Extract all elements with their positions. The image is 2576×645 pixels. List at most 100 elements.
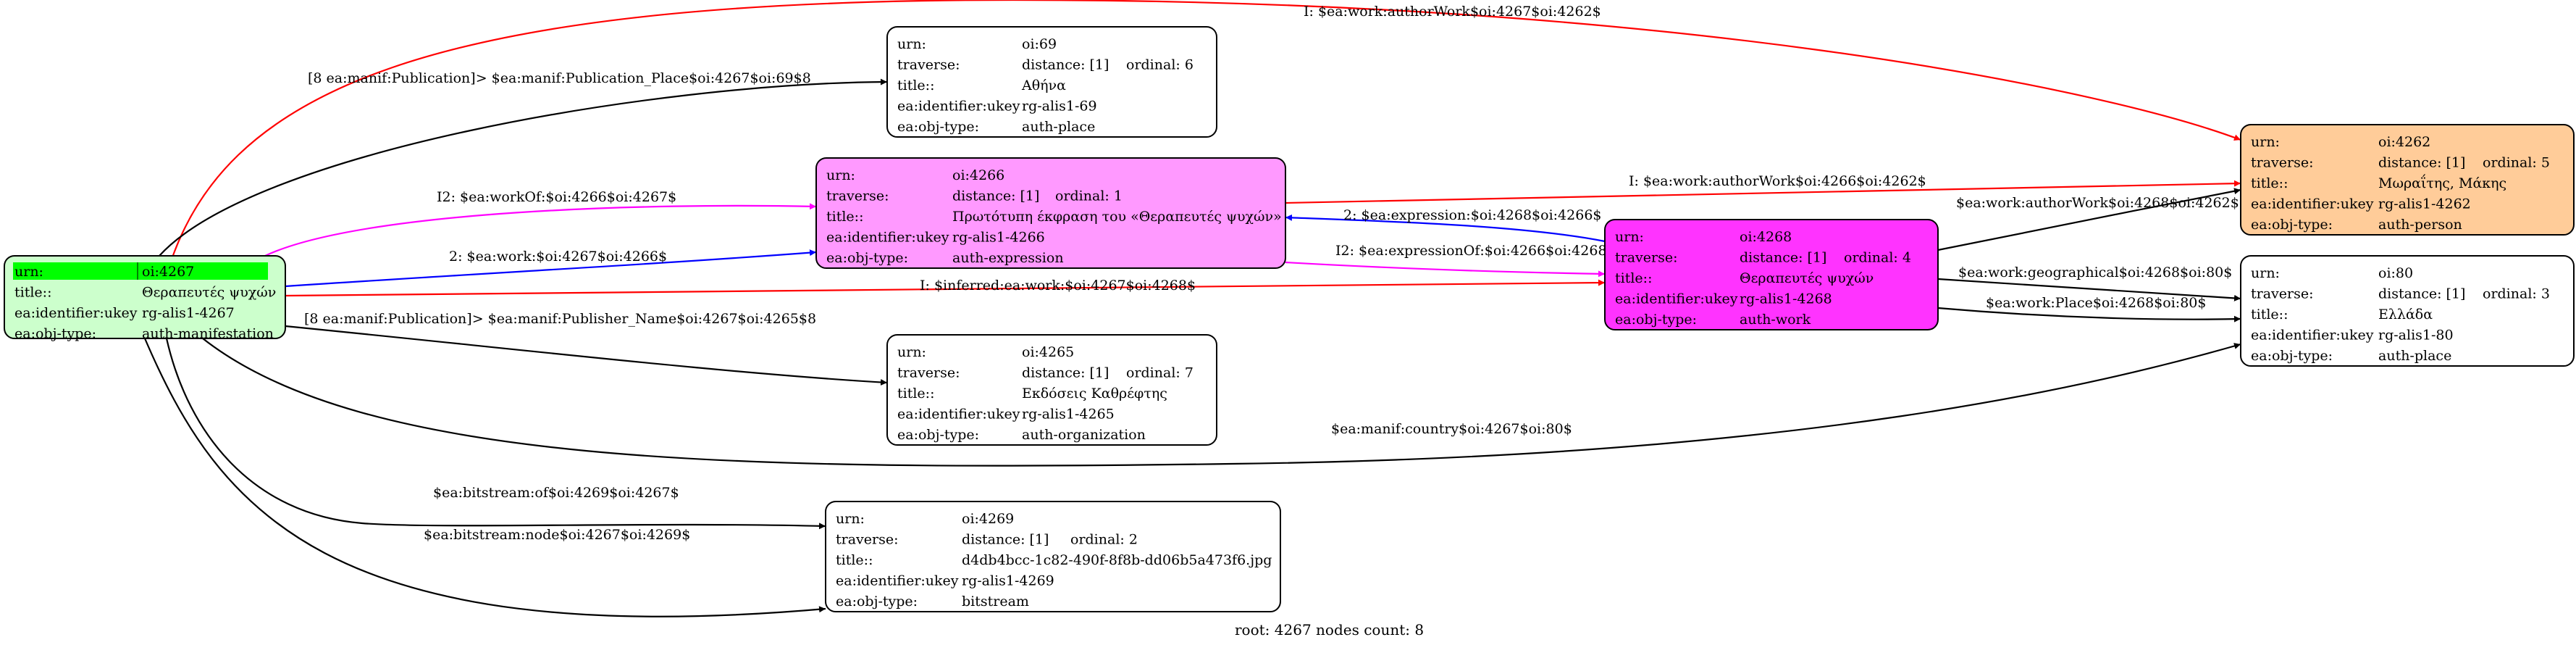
node-field-key: ea:obj-type: (2251, 217, 2333, 233)
node-field-key: ea:obj-type: (826, 250, 908, 266)
node-field-value: rg-alis1-80 (2378, 328, 2454, 344)
node-field-value: auth-work (1740, 312, 1811, 328)
edge-label: I: $inferred:ea:work:$oi:4267$oi:4268$ (920, 278, 1196, 294)
node-field-value: auth-place (2378, 348, 2451, 364)
node-field-key: traverse: (897, 365, 960, 381)
edge-label: I2: $ea:expressionOf:$oi:4266$oi:4268$ (1335, 243, 1616, 259)
edge-label: 2: $ea:work:$oi:4267$oi:4266$ (449, 249, 667, 265)
node-field-value: distance: [1] (1740, 250, 1826, 266)
node-field-key: traverse: (826, 188, 889, 204)
edge-line (159, 78, 888, 257)
node-field-value: oi:4265 (1022, 344, 1074, 360)
node-field-value: distance: [1] (1022, 365, 1109, 381)
node-field-key: title:: (826, 209, 863, 225)
edge-label: $ea:work:authorWork$oi:4268$oi:4262$ (1956, 195, 2239, 211)
node-box (2240, 124, 2575, 236)
node-field-value: auth-expression (952, 250, 1064, 266)
node-field-value: bitstream (962, 594, 1029, 609)
node-field-value: auth-person (2378, 217, 2462, 233)
node-field-key: ea:identifier:ukey (2251, 328, 2374, 344)
node-field-value: rg-alis1-4269 (962, 573, 1054, 589)
node-field-value: oi:4262 (2378, 134, 2430, 150)
node-field-extra: ordinal: 7 (1126, 365, 1193, 381)
node-field-value: auth-manifestation (142, 326, 274, 342)
edge-line (264, 203, 817, 257)
node-field-value: Εκδόσεις Καθρέφτης (1022, 386, 1167, 401)
node-box (2240, 255, 2575, 367)
node-field-key: title:: (897, 78, 934, 93)
node-field-extra: ordinal: 4 (1844, 250, 1911, 266)
edge-label: I2: $ea:workOf:$oi:4266$oi:4267$ (437, 189, 676, 205)
node-field-value: distance: [1] (2378, 155, 2465, 171)
node-field-value: oi:4269 (962, 511, 1014, 527)
node-field-key: title:: (14, 285, 51, 301)
node-field-key: ea:identifier:ukey (1615, 291, 1738, 307)
node-field-extra: ordinal: 5 (2483, 155, 2550, 171)
node-box (886, 334, 1217, 446)
node-box (886, 26, 1217, 138)
node-field-key: ea:obj-type: (897, 119, 979, 135)
node-field-value: oi:4267 (142, 264, 194, 280)
node-field-extra: ordinal: 6 (1126, 57, 1193, 73)
edges-layer: I: $ea:work:authorWork$oi:4267$oi:4262$ [… (143, 0, 2241, 617)
edge-line (1937, 278, 2241, 301)
node-field-value: oi:80 (2378, 265, 2413, 281)
node-field-value: oi:69 (1022, 36, 1057, 52)
node-field-value: distance: [1] (962, 532, 1049, 548)
node-field-value: rg-alis1-4266 (952, 230, 1045, 246)
node-field-key: urn: (2251, 265, 2280, 281)
node-field-value: auth-place (1022, 119, 1095, 135)
node-box (1604, 219, 1939, 330)
node-field-value: Μωραΐτης, Μάκης (2378, 173, 2506, 191)
node-field-value: rg-alis1-4262 (2378, 196, 2471, 212)
edge-label: [8 ea:manif:Publication]> $ea:manif:Publ… (304, 311, 816, 327)
node-field-value: distance: [1] (1022, 57, 1109, 73)
node-field-value: Ελλάδα (2378, 307, 2433, 322)
edge-label: I: $ea:work:authorWork$oi:4267$oi:4262$ (1304, 4, 1601, 20)
edge-line (164, 0, 2241, 281)
edge-line (165, 338, 826, 530)
node-field-value: Πρωτότυπη έκφραση του «Θεραπευτές ψυχών» (952, 209, 1282, 225)
node-field-value: rg-alis1-69 (1022, 99, 1097, 115)
edge-line (285, 325, 888, 386)
node-field-key: title:: (897, 386, 934, 401)
edge-label: $ea:bitstream:node$oi:4267$oi:4269$ (424, 527, 690, 543)
edge-label: $ea:bitstream:of$oi:4269$oi:4267$ (433, 485, 679, 501)
node-field-value: rg-alis1-4265 (1022, 407, 1115, 423)
node-field-value: Αθήνα (1021, 78, 1066, 93)
node-box (815, 157, 1286, 269)
node-field-key: urn: (826, 167, 855, 183)
node-field-key: ea:obj-type: (2251, 348, 2333, 364)
node-field-value: distance: [1] (952, 188, 1039, 204)
node-field-key: title:: (2251, 307, 2288, 322)
node-field-key: traverse: (1615, 250, 1678, 266)
edge-line (1937, 188, 2241, 251)
graph-footer-caption: root: 4267 nodes count: 8 (1235, 621, 1424, 638)
node-field-value: Θεραπευτές ψυχών (142, 285, 276, 301)
edge-label: [8 ea:manif:Publication]> $ea:manif:Publ… (308, 70, 811, 86)
node-field-extra: ordinal: 2 (1070, 532, 1138, 548)
node-field-value: Θεραπευτές ψυχών (1740, 270, 1874, 286)
node-field-value: auth-organization (1022, 427, 1146, 443)
edge-line (285, 279, 1606, 297)
node-field-key: ea:identifier:ukey (836, 573, 959, 589)
edge-line (1285, 214, 1606, 243)
node-field-value: oi:4266 (952, 167, 1004, 183)
edge-line (143, 338, 826, 617)
node-field-key: traverse: (2251, 286, 2314, 302)
node-field-key: title:: (1615, 270, 1652, 286)
node-field-value: oi:4268 (1740, 229, 1792, 245)
node-field-value: rg-alis1-4267 (142, 305, 235, 321)
node-field-value: distance: [1] (2378, 286, 2465, 302)
edge-label: $ea:manif:country$oi:4267$oi:80$ (1331, 421, 1572, 437)
